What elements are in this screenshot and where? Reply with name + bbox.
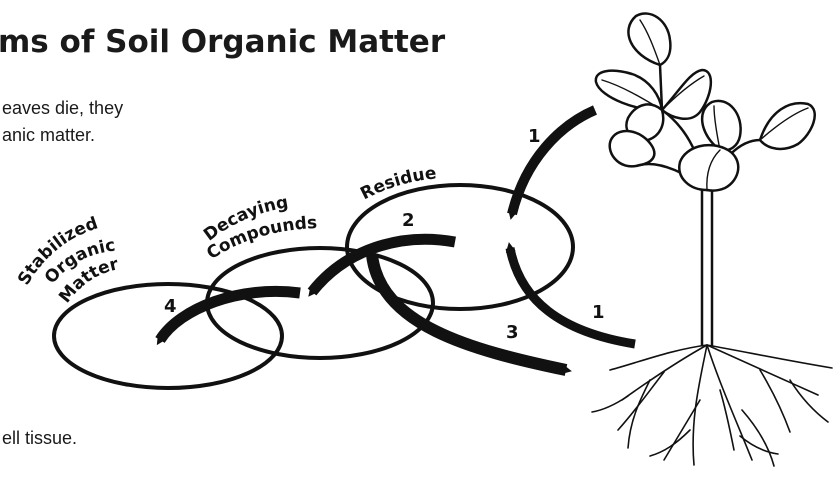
nutrient-release-arrow	[372, 255, 566, 370]
arrow-number-release: 3	[506, 322, 519, 343]
leaf-litter-arrow	[512, 110, 595, 214]
stabilization-arrow	[160, 291, 300, 340]
intro-text-line-2: anic matter.	[2, 125, 95, 145]
plant-illustration	[592, 13, 832, 466]
footer-text: ell tissue.	[2, 428, 77, 448]
arrow-number-stabilize: 4	[164, 296, 177, 317]
page-title: ms of Soil Organic Matter	[0, 24, 446, 60]
intro-text-line-1: eaves die, they	[2, 98, 123, 118]
arrow-number-leaf: 1	[528, 126, 541, 147]
root-input-arrow	[510, 248, 635, 344]
arrow-number-root: 1	[592, 302, 605, 323]
arrow-number-decay: 2	[402, 210, 415, 231]
residue-label: Residue	[357, 163, 437, 204]
